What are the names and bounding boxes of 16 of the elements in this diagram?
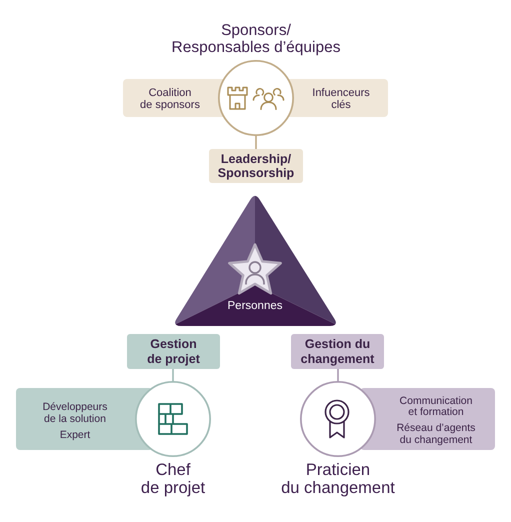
band-label: Communication et formation <box>400 396 472 418</box>
role-title: Chef de projet <box>140 462 206 497</box>
category-label: Gestion du changement <box>291 334 384 369</box>
role-title: Praticien du changement <box>281 462 395 497</box>
band-label: Réseau d’agents du changement <box>396 423 476 446</box>
connector-line <box>337 369 339 381</box>
triangle-label: Personnes <box>228 299 282 313</box>
role-title: Sponsors/ Responsables d’équipes <box>172 22 340 56</box>
band-label: Expert <box>60 429 90 441</box>
band-label: Développeurs de la solution <box>42 401 108 425</box>
band-label: Coalition de sponsors <box>140 88 200 111</box>
category-label: Gestion de projet <box>127 334 220 369</box>
category-label: Leadership/ Sponsorship <box>209 149 303 183</box>
connector-line <box>255 136 257 149</box>
connector-line <box>172 369 174 381</box>
band-label: Infuenceurs clés <box>312 88 370 111</box>
